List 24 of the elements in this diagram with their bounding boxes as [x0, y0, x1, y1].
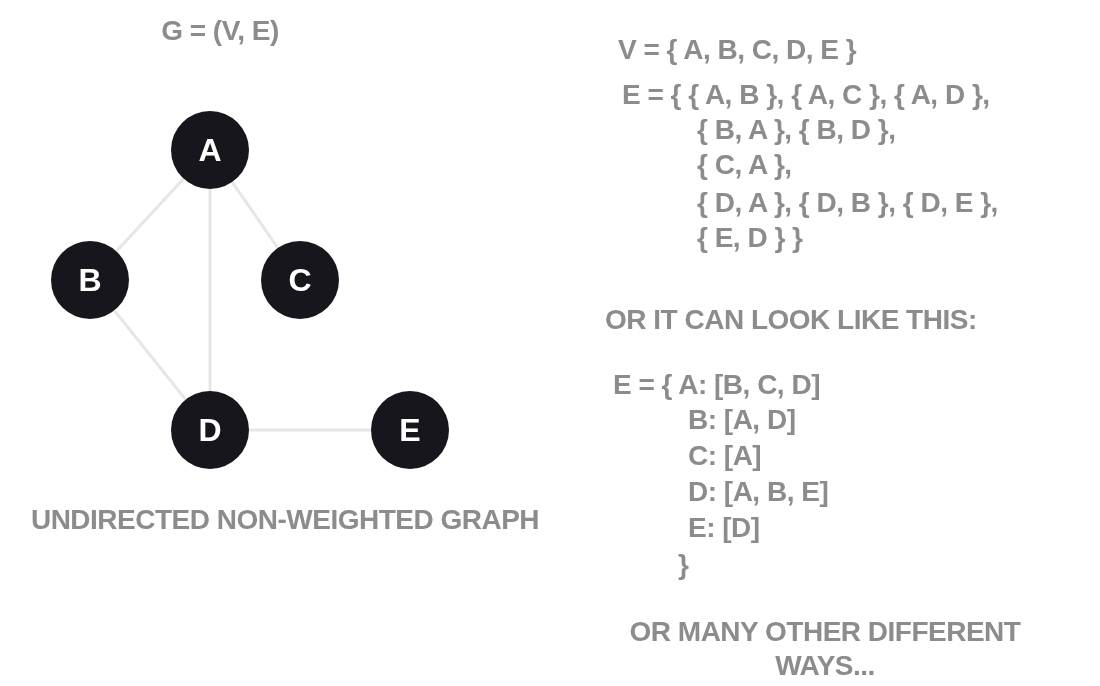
notation-text: E: [D]	[688, 511, 760, 545]
edge-line	[230, 181, 280, 249]
notation-text: D: [A, B, E]	[688, 475, 829, 509]
graph-vertex-circle: C	[261, 241, 339, 319]
title: G = (V, E)	[160, 14, 280, 48]
notation-text: }	[678, 548, 689, 582]
notation-text: { B, A }, { B, D },	[697, 113, 896, 147]
notation-text: B: [A, D]	[688, 403, 796, 437]
notation-text: { C, A },	[697, 148, 792, 182]
notation-text: { D, A }, { D, B }, { D, E },	[697, 186, 998, 220]
notation-text: V = { A, B, C, D, E }	[618, 33, 857, 67]
section-heading: OR IT CAN LOOK LIKE THIS:	[605, 303, 977, 337]
graph-vertex-circle: A	[171, 111, 249, 189]
graph-vertex-circle: B	[51, 241, 129, 319]
caption: UNDIRECTED NON-WEIGHTED GRAPH	[29, 503, 541, 537]
graph-vertex-circle: E	[371, 391, 449, 469]
notation-text: { E, D } }	[697, 221, 803, 255]
notation-text: E = { A: [B, C, D]	[613, 368, 820, 402]
notation-text: E = { { A, B }, { A, C }, { A, D },	[622, 78, 990, 112]
edge-line	[115, 177, 185, 253]
graph-vertex-circle: D	[171, 391, 249, 469]
notation-text: C: [A]	[688, 439, 762, 473]
edge-line	[113, 309, 187, 401]
section-heading: OR MANY OTHER DIFFERENT WAYS...	[628, 615, 1022, 683]
